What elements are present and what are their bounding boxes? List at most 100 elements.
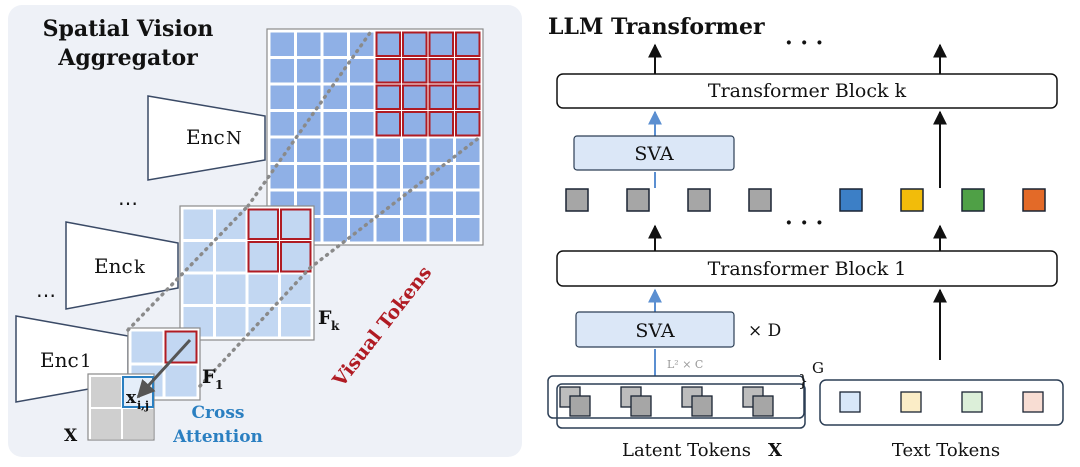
text-token [1022,188,1046,212]
feature-map-k-cell [216,307,246,337]
feature-map-n-cell [375,31,401,57]
feature-map-1-cell [164,330,198,364]
encoder-k-suffix: k [134,257,146,278]
latent-tokens-group-back [556,383,806,429]
feature-map-n-cell [455,58,481,84]
latent-token [626,188,650,212]
llm-title: LLM Transformer [548,14,765,40]
feature-map-n-cell [429,218,453,242]
latent-token-front [752,395,774,417]
feature-map-n-cell [270,85,294,109]
feature-map-n-cell [297,165,321,189]
ellipsis-upper: ⋯ [118,191,138,215]
feature-map-n-cell [350,191,374,215]
transformer-block-k [556,73,1058,109]
svg-text:X: X [768,440,782,461]
feature-map-n-cell [429,165,453,189]
feature-k-label: F k [318,307,340,333]
feature-map-n-cell [350,59,374,83]
feature-map-k-cell [248,307,278,337]
svg-text:k: k [331,319,340,333]
dimension-label: L² × C [667,358,703,371]
feature-map-k-grid [179,205,315,341]
svg-text:F: F [202,366,216,388]
feature-map-k-cell [280,241,312,273]
svg-text:Latent Tokens: Latent Tokens [622,440,751,461]
feature-map-n-cell [297,59,321,83]
latent-token-front [630,395,652,417]
text-token [961,188,985,212]
feature-map-k-cell [216,242,246,272]
text-token-input [961,391,983,413]
encoder-1-label: Enc [40,348,79,372]
feature-map-n-cell [376,165,400,189]
encoder-k-label: Enc [94,254,133,278]
feature-map-n-cell [376,218,400,242]
feature-map-n-cell [323,218,347,242]
feature-map-n-cell [350,138,374,162]
feature-map-n-cell [323,112,347,136]
text-token-input [900,391,922,413]
feature-map-n-cell [270,138,294,162]
svA-title-line1: Spatial Vision [43,16,214,42]
latent-token-front [569,395,591,417]
feature-map-n-cell [402,58,428,84]
spatial-vision-aggregator-panel: Spatial Vision Aggregator Enc N ⋯ Enc k … [8,5,522,457]
feature-map-n-cell [428,31,454,57]
feature-map-n-cell [323,138,347,162]
dots-top: · · · [785,30,823,56]
feature-map-n-cell [323,32,347,56]
latent-token [565,188,589,212]
svg-text:1: 1 [215,378,223,392]
feature-map-n-cell [270,32,294,56]
text-token [900,188,924,212]
text-token [839,188,863,212]
feature-map-k-cell [247,241,279,273]
feature-map-n-cell [456,165,480,189]
feature-map-k-cell [280,208,312,240]
sva-block-top [573,135,735,171]
sva-block-bottom [575,311,735,348]
feature-map-n-cell [403,218,427,242]
feature-map-n-cell [323,191,347,215]
encoder-1-suffix: 1 [80,351,91,372]
times-d-label: × D [748,321,781,341]
feature-map-n-cell [270,165,294,189]
text-token-input [1022,391,1044,413]
encoder-n-suffix: N [226,128,242,149]
text-token-input [839,391,861,413]
feature-map-n-cell [375,58,401,84]
sva-bottom-label: SVA [635,320,674,342]
feature-map-n-cell [350,165,374,189]
transformer-block-1-label: Transformer Block 1 [708,258,907,280]
feature-map-n-cell [350,85,374,109]
group-label: G [812,359,824,377]
feature-map-1-cell [165,365,197,397]
query-map-cell [91,377,121,407]
encoder-k: Enc k [65,221,179,310]
feature-map-k-cell [183,209,213,239]
group-brace: } [798,371,808,390]
feature-map-n-cell [402,31,428,57]
feature-map-n-cell [403,165,427,189]
feature-map-n-cell [428,84,454,110]
feature-map-n-cell [323,85,347,109]
query-map-cell [91,409,121,439]
feature-map-n-cell [456,138,480,162]
feature-map-n-cell [376,138,400,162]
feature-map-n-cell [429,191,453,215]
query-token-label: x i,j [126,388,149,412]
text-tokens-group [819,379,1064,426]
feature-map-n-cell [402,111,428,137]
feature-map-k-cell [216,274,246,304]
feature-map-n-cell [297,138,321,162]
feature-map-k-cell [183,242,213,272]
feature-map-n-cell [428,58,454,84]
feature-map-n-cell [270,112,294,136]
transformer-block-1 [556,250,1058,287]
query-map-label: X [64,426,78,446]
ellipsis-lower: ⋯ [36,283,56,307]
feature-map-n-cell [323,165,347,189]
svA-title-line2: Aggregator [57,45,198,71]
